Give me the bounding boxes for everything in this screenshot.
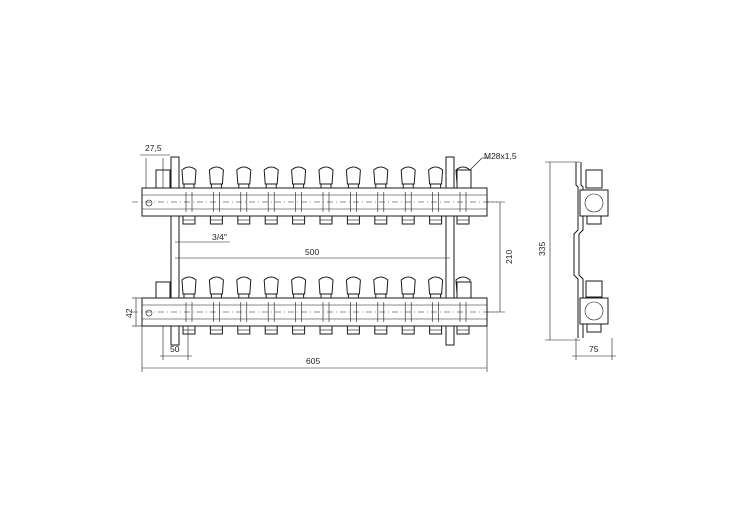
valve-neck [320, 293, 332, 299]
dim-height: 335 [537, 242, 547, 256]
dim-offset-top: 27,5 [145, 143, 162, 153]
valve-cap [236, 166, 252, 185]
valve-neck [183, 293, 195, 299]
valve-cap [318, 276, 334, 295]
valve-neck [210, 183, 222, 189]
dim-header-height: 42 [124, 308, 134, 318]
front-view [132, 156, 497, 346]
valve-neck [375, 293, 387, 299]
valve-neck [402, 293, 414, 299]
valve-cap [236, 276, 252, 295]
valve-cap [181, 166, 197, 185]
valve-cap [373, 166, 389, 185]
valve-neck [430, 183, 442, 189]
end-plug [145, 199, 153, 207]
left-bracket [170, 156, 180, 346]
valve-neck [293, 183, 305, 189]
valve-cap [428, 276, 444, 295]
valve-neck [265, 183, 277, 189]
valve-cap [208, 276, 224, 295]
valve-cap [345, 166, 361, 185]
dim-header-spacing: 210 [504, 250, 514, 264]
dim-thread: M28x1,5 [484, 151, 517, 161]
dim-end-offset: 50 [170, 344, 180, 354]
valve-neck [430, 293, 442, 299]
dim-center-distance: 500 [305, 247, 319, 257]
right-bracket [445, 156, 455, 346]
valve-neck [238, 293, 250, 299]
valve-neck [320, 183, 332, 189]
bottom-end-fitting [155, 281, 171, 299]
valve-cap [208, 166, 224, 185]
valve-neck [265, 293, 277, 299]
valve-cap [263, 276, 279, 295]
valve-cap [345, 276, 361, 295]
valve-neck [293, 293, 305, 299]
dimension-lines [132, 154, 616, 372]
end-plug [145, 309, 153, 317]
valve-cap [263, 166, 279, 185]
valve-cap [291, 276, 307, 295]
valve-neck [183, 183, 195, 189]
valve-neck [210, 293, 222, 299]
top-end-fitting [456, 169, 472, 189]
bottom-end-fitting [456, 281, 472, 299]
valve-cap [181, 276, 197, 295]
valve-cap [400, 276, 416, 295]
valve-cap [428, 166, 444, 185]
valve-cap [400, 166, 416, 185]
dim-depth: 75 [589, 344, 599, 354]
dim-connection: 3/4" [212, 232, 227, 242]
valve-cap [318, 166, 334, 185]
valve-cap [373, 276, 389, 295]
valve-neck [238, 183, 250, 189]
valve-neck [347, 183, 359, 189]
valve-neck [375, 183, 387, 189]
bottom-valve-group [181, 276, 471, 335]
valve-cap [291, 166, 307, 185]
dim-overall-length: 605 [306, 356, 320, 366]
valve-neck [347, 293, 359, 299]
side-view [573, 162, 609, 338]
valve-neck [402, 183, 414, 189]
top-valve-group [181, 166, 471, 225]
